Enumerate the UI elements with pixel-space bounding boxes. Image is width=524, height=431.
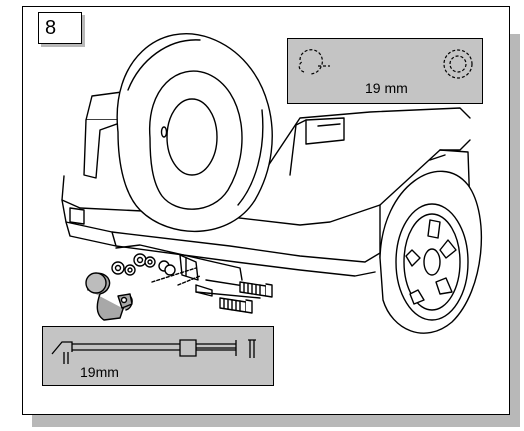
- hitch-assembly: [111, 244, 273, 314]
- tow-ball: [85, 272, 133, 321]
- spare-tire: [116, 33, 273, 233]
- socket-nut-icon: [443, 49, 473, 79]
- socket-rotate-icon: [298, 49, 330, 75]
- socket-size-inset: [287, 38, 483, 104]
- wrench-icon: [51, 339, 256, 364]
- wrench-size-inset: [42, 326, 274, 386]
- wrench-size-label: 19mm: [80, 364, 119, 380]
- vehicle-body: [61, 91, 471, 277]
- step-number: 8: [38, 12, 82, 44]
- rear-wheel: [379, 170, 483, 334]
- socket-size-label: 19 mm: [365, 80, 408, 96]
